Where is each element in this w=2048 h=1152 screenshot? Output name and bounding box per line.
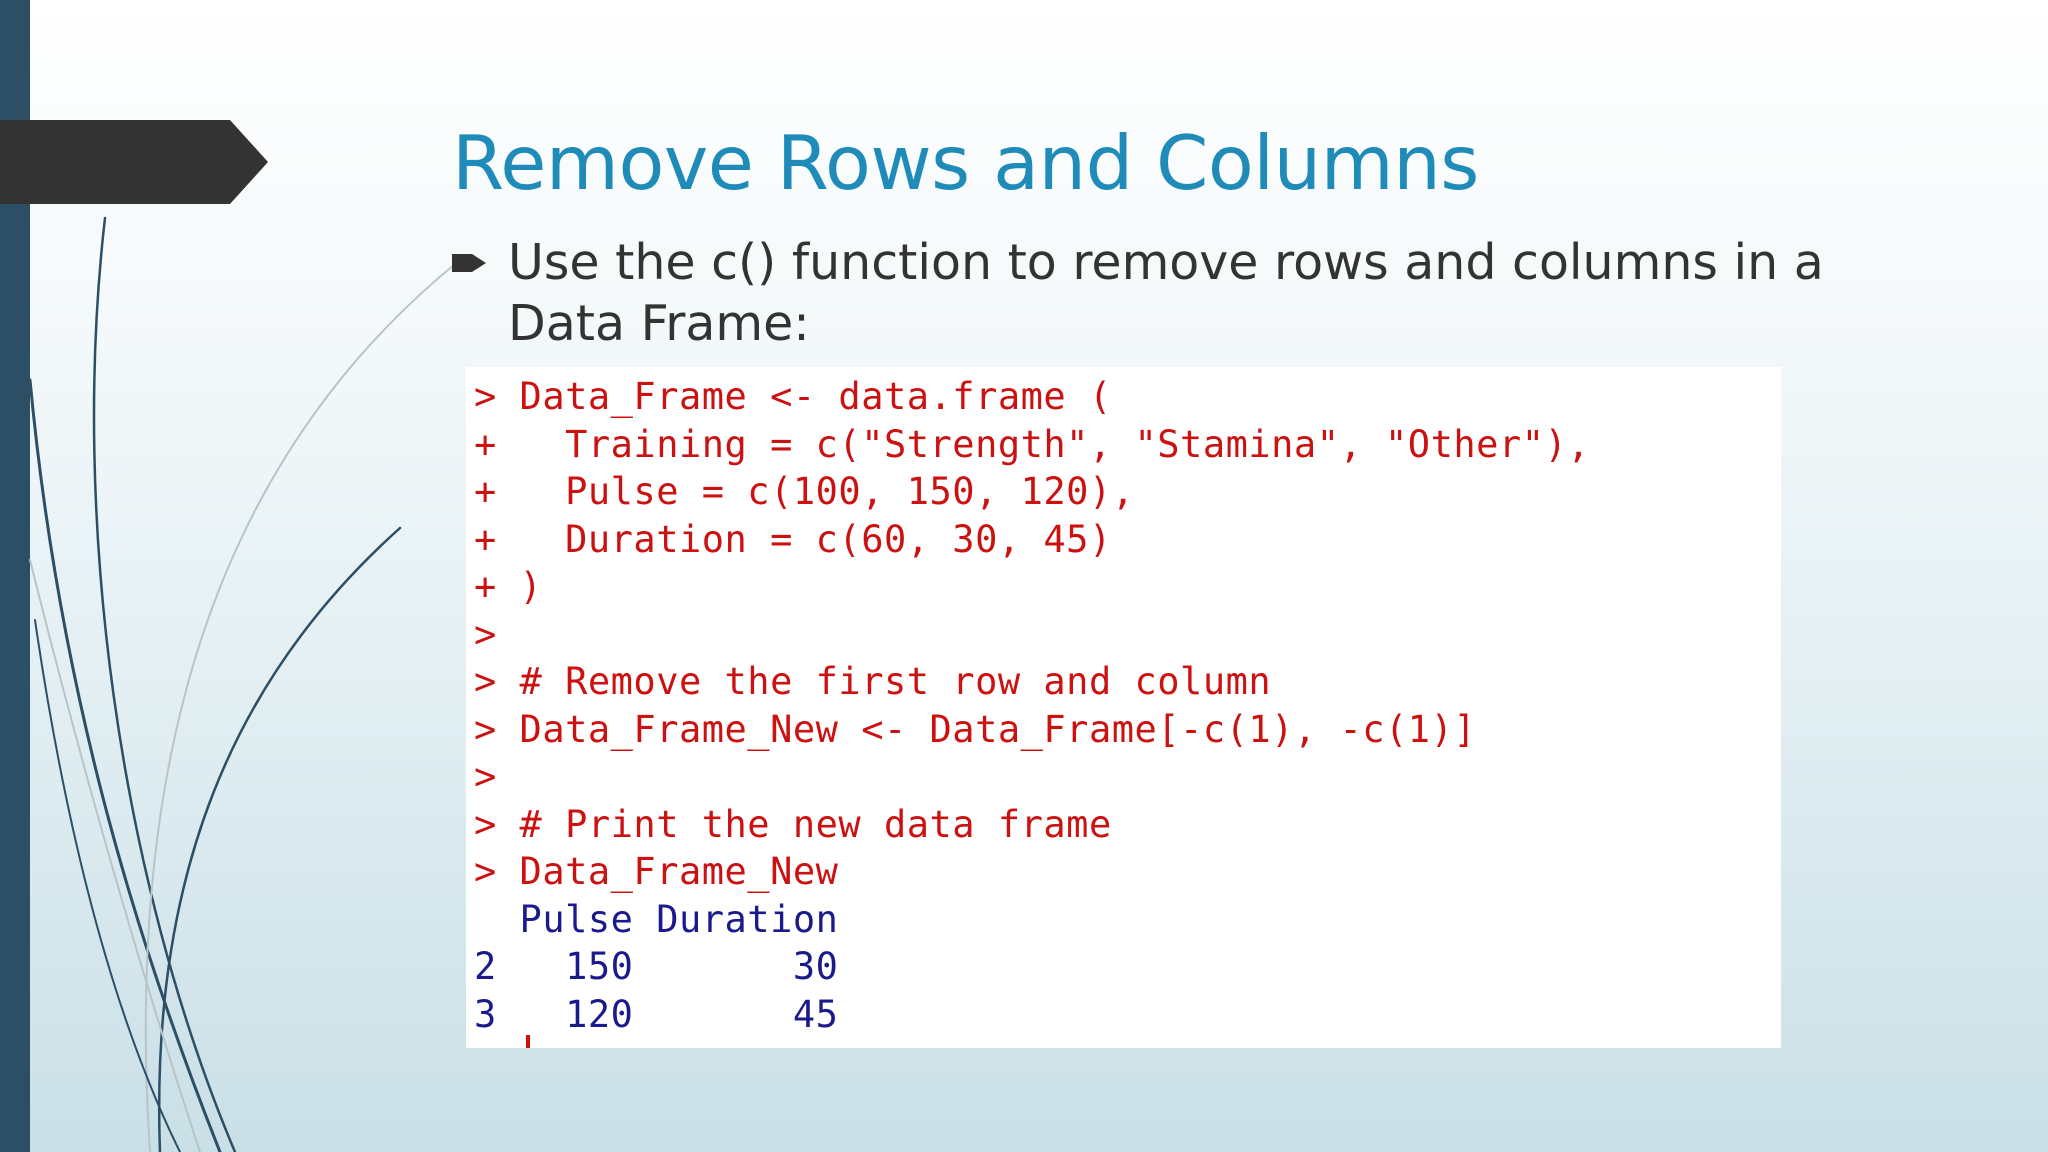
code-line: > [474, 612, 497, 656]
code-line: > # Remove the first row and column [474, 660, 1272, 703]
arrow-tab-decoration [0, 120, 268, 204]
code-line: > [474, 755, 497, 798]
code-line: > Data_Frame <- data.frame ( [474, 375, 1112, 418]
bullet-text: Use the c() function to remove rows and … [508, 234, 1824, 352]
bullet-point: Use the c() function to remove rows and … [452, 232, 1872, 354]
code-line: 3 120 45 [474, 992, 839, 1036]
slide-title: Remove Rows and Columns [452, 119, 1479, 207]
arrow-bullet-icon [452, 254, 486, 272]
code-line: + Duration = c(60, 30, 45) [474, 517, 1112, 561]
code-line: > # Print the new data frame [474, 802, 1112, 846]
code-line: + Training = c("Strength", "Stamina", "O… [474, 422, 1591, 466]
code-line: Pulse Duration [474, 897, 839, 941]
code-line: + Pulse = c(100, 150, 120), [474, 470, 1135, 513]
r-console-screenshot: > Data_Frame <- data.frame (+ Training =… [466, 367, 1781, 1048]
code-line: > Data_Frame_New [474, 850, 839, 893]
console-cursor [526, 1035, 530, 1048]
code-line: + ) [474, 565, 543, 608]
code-lines: > Data_Frame <- data.frame (+ Training =… [474, 373, 1781, 1038]
code-line: 2 150 30 [474, 945, 839, 988]
code-line: > Data_Frame_New <- Data_Frame[-c(1), -c… [474, 707, 1477, 751]
